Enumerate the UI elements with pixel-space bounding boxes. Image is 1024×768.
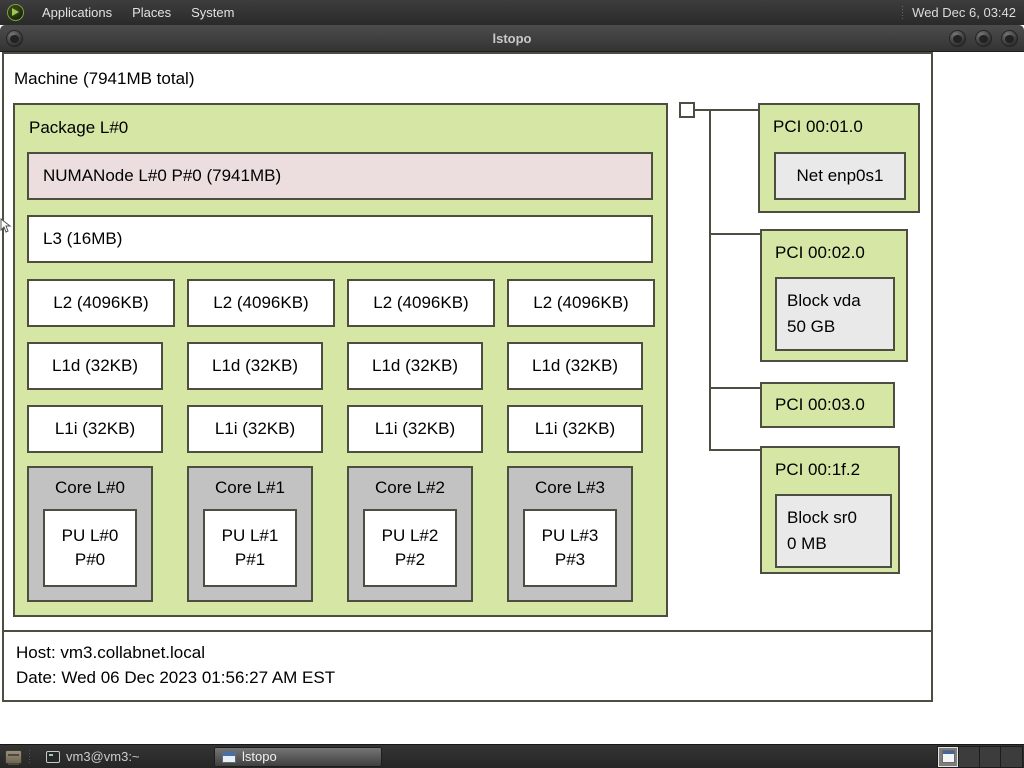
l1d-cache-box: L1d (32KB) [347, 342, 483, 390]
pu-box: PU L#0 P#0 [43, 509, 137, 587]
package-label: Package L#0 [29, 118, 129, 137]
block-device-label-line1: Block vda [787, 291, 861, 310]
l1i-cache-box: L1i (32KB) [507, 405, 643, 453]
window-app-icon [222, 750, 236, 763]
block-device-label-line2: 0 MB [787, 534, 827, 553]
close-button[interactable] [1001, 30, 1018, 47]
pci-label: PCI 00:1f.2 [775, 460, 861, 479]
core-box: Core L#0 PU L#0 P#0 [27, 466, 153, 602]
file-drawer-icon[interactable] [5, 749, 22, 765]
workspace-1[interactable] [938, 746, 959, 767]
taskbar-grip-handle[interactable] [28, 749, 32, 764]
mini-window-icon [942, 749, 955, 763]
pu-label-line1: PU L#3 [541, 526, 599, 545]
hostbridge-connector [679, 102, 695, 118]
pu-label-line2: P#2 [394, 550, 426, 569]
core-box: Core L#2 PU L#2 P#2 [347, 466, 473, 602]
core-label: Core L#1 [215, 478, 285, 497]
taskbar: vm3@vm3:~ lstopo [0, 744, 1024, 768]
pu-label-line2: P#3 [554, 550, 586, 569]
task-button-lstopo[interactable]: lstopo [214, 746, 382, 767]
package-box: Package L#0 NUMANode L#0 P#0 (7941MB) L3… [13, 103, 668, 617]
l3-cache-box: L3 (16MB) [27, 215, 653, 263]
clock-applet[interactable]: Wed Dec 6, 03:42 [912, 5, 1016, 20]
workspace-3[interactable] [980, 746, 1001, 767]
pu-label-line1: PU L#0 [61, 526, 119, 545]
task-label: lstopo [242, 749, 277, 764]
core-label: Core L#2 [375, 478, 445, 497]
workspace-2[interactable] [959, 746, 980, 767]
window-titlebar[interactable]: lstopo [0, 25, 1024, 52]
numanode-label: NUMANode L#0 P#0 (7941MB) [43, 166, 282, 185]
pu-label-line2: P#0 [74, 550, 106, 569]
maximize-button[interactable] [975, 30, 992, 47]
pu-box: PU L#3 P#3 [523, 509, 617, 587]
window-title: lstopo [492, 31, 532, 46]
net-device-label: Net enp0s1 [796, 166, 884, 185]
l3-cache-label: L3 (16MB) [43, 229, 123, 248]
pci-link-line [695, 109, 758, 111]
pu-label-line1: PU L#1 [221, 526, 279, 545]
block-device-label-line1: Block sr0 [787, 508, 857, 527]
net-device-box: Net enp0s1 [774, 152, 906, 200]
core-box: Core L#1 PU L#1 P#1 [187, 466, 313, 602]
block-device-label-line2: 50 GB [787, 317, 836, 336]
l1d-cache-box: L1d (32KB) [187, 342, 323, 390]
l2-cache-box: L2 (4096KB) [27, 279, 175, 327]
pci-box-0001: PCI 00:01.0 Net enp0s1 [758, 103, 920, 213]
machine-label: Machine (7941MB total) [14, 69, 195, 88]
block-device-box: Block sr0 0 MB [775, 494, 892, 568]
menu-applications[interactable]: Applications [42, 5, 113, 20]
top-panel: Applications Places System Wed Dec 6, 03… [0, 0, 1024, 25]
legend-host: Host: vm3.collabnet.local [16, 643, 205, 662]
pci-label: PCI 00:03.0 [775, 395, 865, 414]
l1i-cache-box: L1i (32KB) [27, 405, 163, 453]
legend-box: Host: vm3.collabnet.local Date: Wed 06 D… [2, 630, 933, 702]
pu-label-line2: P#1 [234, 550, 266, 569]
l1d-cache-box: L1d (32KB) [507, 342, 643, 390]
pci-link-line [709, 449, 760, 451]
l1i-cache-box: L1i (32KB) [347, 405, 483, 453]
core-label: Core L#0 [55, 478, 125, 497]
pu-label-line1: PU L#2 [381, 526, 439, 545]
window-menu-button[interactable] [6, 30, 23, 47]
pu-box: PU L#2 P#2 [363, 509, 457, 587]
menu-places[interactable]: Places [132, 5, 172, 20]
pci-label: PCI 00:01.0 [773, 117, 863, 136]
lstopo-canvas: Machine (7941MB total) Package L#0 NUMAN… [0, 52, 1024, 744]
pci-box-001f2: PCI 00:1f.2 Block sr0 0 MB [760, 446, 900, 574]
task-label: vm3@vm3:~ [66, 749, 140, 764]
core-label: Core L#3 [535, 478, 605, 497]
distro-logo-icon[interactable] [7, 4, 24, 21]
l2-cache-box: L2 (4096KB) [187, 279, 335, 327]
pci-trunk-line [709, 109, 711, 451]
pci-link-line [709, 233, 760, 235]
l2-cache-box: L2 (4096KB) [347, 279, 495, 327]
numanode-box: NUMANode L#0 P#0 (7941MB) [27, 152, 653, 200]
core-box: Core L#3 PU L#3 P#3 [507, 466, 633, 602]
pci-link-line [709, 387, 760, 389]
task-button-terminal[interactable]: vm3@vm3:~ [38, 747, 208, 767]
block-device-box: Block vda 50 GB [775, 277, 895, 351]
pci-box-0002: PCI 00:02.0 Block vda 50 GB [760, 229, 908, 362]
l1d-cache-box: L1d (32KB) [27, 342, 163, 390]
workspace-switcher [937, 745, 1023, 768]
l1i-cache-box: L1i (32KB) [187, 405, 323, 453]
pci-box-0003: PCI 00:03.0 [760, 382, 895, 428]
minimize-button[interactable] [949, 30, 966, 47]
menu-system[interactable]: System [191, 5, 235, 20]
workspace-4[interactable] [1001, 746, 1022, 767]
mouse-cursor [0, 218, 12, 233]
pci-label: PCI 00:02.0 [775, 243, 865, 262]
panel-grip-handle[interactable] [901, 5, 906, 20]
terminal-icon [46, 750, 60, 763]
l2-cache-box: L2 (4096KB) [507, 279, 655, 327]
pu-box: PU L#1 P#1 [203, 509, 297, 587]
legend-date: Date: Wed 06 Dec 2023 01:56:27 AM EST [16, 668, 336, 687]
